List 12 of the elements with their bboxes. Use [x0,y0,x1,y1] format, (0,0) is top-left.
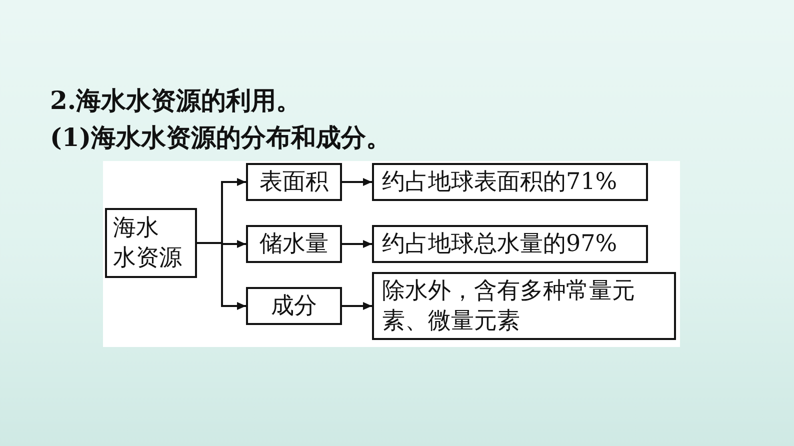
description-box: 除水外，含有多种常量元素、微量元素 [372,272,676,340]
topic-box: 海水水资源 [105,208,197,278]
subheading: (1)海水水资源的分布和成分。 [50,122,392,154]
arrow [342,302,372,310]
description-box: 约占地球总水量的97% [372,225,648,263]
arrow [342,240,372,248]
category-box: 储水量 [246,225,342,263]
arrow [342,178,372,186]
category-box: 表面积 [246,163,342,201]
heading: 2.海水水资源的利用。 [50,85,302,117]
category-box: 成分 [246,287,342,325]
description-box: 约占地球表面积的71% [372,163,648,201]
